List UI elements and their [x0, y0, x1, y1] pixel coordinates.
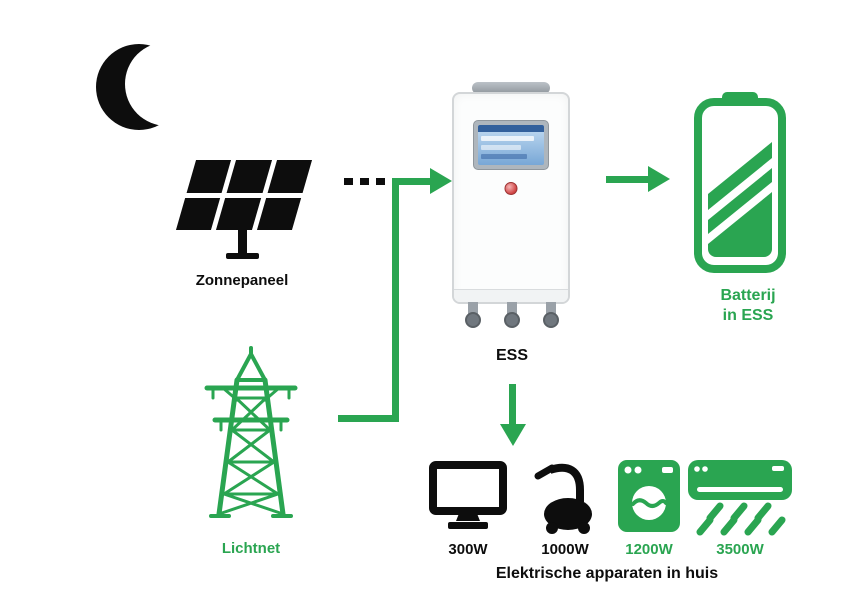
- display-row: [481, 136, 534, 141]
- washing-machine-icon: [618, 460, 680, 532]
- into-ess-arrowhead: [430, 168, 452, 194]
- ess-display-screen: [478, 125, 544, 165]
- ess-label: ESS: [495, 347, 528, 364]
- ess-display: [473, 120, 549, 170]
- ess-to-battery-arrowhead: [648, 166, 670, 192]
- battery-icon: [694, 92, 786, 273]
- solar-to-ess-dashed-line: [344, 178, 392, 185]
- ess-to-battery-arrow-line: [606, 176, 648, 183]
- ess-caster-wheel: [503, 302, 521, 330]
- tv-icon: [429, 461, 507, 529]
- ess-unit: [452, 82, 572, 334]
- vacuum-cleaner-icon: [534, 463, 592, 534]
- ess-caster-wheel: [542, 302, 560, 330]
- vacuum-wattage-label: 1000W: [541, 541, 589, 558]
- solar-panel-cells: [175, 160, 313, 230]
- moon-icon: [96, 42, 188, 130]
- grid-to-ess-line-horizontal: [338, 415, 399, 422]
- into-ess-arrow-line: [392, 178, 430, 185]
- display-row: [481, 154, 528, 159]
- ess-cabinet: [452, 92, 570, 304]
- display-row: [481, 145, 521, 150]
- ess-base-plinth: [454, 289, 568, 302]
- battery-label-line2: in ESS: [722, 307, 774, 324]
- ess-handle: [472, 82, 550, 94]
- power-pylon-icon: [204, 346, 298, 518]
- solar-panel-base: [226, 253, 259, 259]
- air-conditioner-icon: [688, 460, 792, 536]
- battery-label: Batterij in ESS: [694, 286, 802, 326]
- display-header-bar: [478, 125, 544, 132]
- washer-wattage-label: 1200W: [625, 541, 673, 558]
- airco-wattage-label: 3500W: [716, 541, 764, 558]
- ess-to-appliances-arrow-line: [509, 384, 516, 426]
- grid-label: Lichtnet: [221, 540, 281, 557]
- appliances-caption: Elektrische apparaten in huis: [495, 565, 719, 582]
- battery-label-line1: Batterij: [720, 287, 776, 304]
- ess-caster-wheel: [464, 302, 482, 330]
- solar-panel-pole: [238, 230, 247, 254]
- solar-panel-icon: [172, 156, 313, 266]
- solar-panel-label: Zonnepaneel: [195, 272, 289, 289]
- ess-power-button: [504, 182, 518, 195]
- grid-to-ess-line-vertical: [392, 178, 399, 422]
- tv-wattage-label: 300W: [448, 541, 488, 558]
- ess-to-appliances-arrowhead: [500, 424, 526, 446]
